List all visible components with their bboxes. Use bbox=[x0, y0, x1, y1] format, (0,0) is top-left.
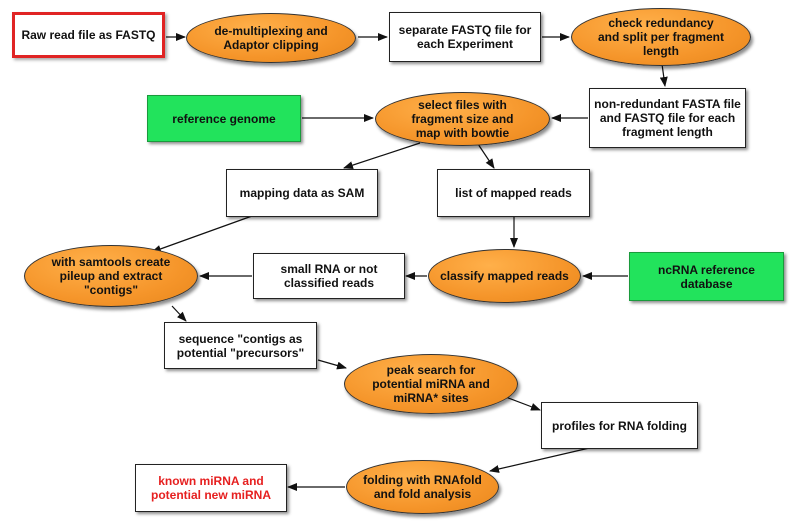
demultiplex-node: de-multiplexing and Adaptor clipping bbox=[186, 13, 356, 63]
arrow-samtools-to-sequence bbox=[171, 305, 187, 322]
folding-rnafold-label: folding with RNAfold and fold analysis bbox=[363, 473, 482, 501]
profiles-rna-folding-node: profiles for RNA folding bbox=[541, 402, 698, 449]
separate-fastq-node: separate FASTQ file for each Experiment bbox=[389, 12, 541, 62]
mapping-sam-node: mapping data as SAM bbox=[226, 169, 378, 217]
samtools-node: with samtools create pileup and extract … bbox=[24, 245, 198, 307]
separate-fastq-label: separate FASTQ file for each Experiment bbox=[398, 23, 532, 51]
samtools-label: with samtools create pileup and extract … bbox=[51, 255, 171, 297]
list-mapped-reads-node: list of mapped reads bbox=[437, 169, 590, 217]
arrow-profiles-to-folding bbox=[489, 445, 599, 473]
sequence-contigs-node: sequence "contigs as potential "precurso… bbox=[164, 322, 317, 369]
arrow-peak-to-profiles bbox=[502, 395, 541, 411]
classify-reads-label: classify mapped reads bbox=[440, 269, 569, 283]
reference-genome-node: reference genome bbox=[147, 95, 301, 142]
small-rna-label: small RNA or not classified reads bbox=[280, 262, 378, 290]
arrow-check-to-nonredundant bbox=[659, 63, 668, 87]
mapping-sam-label: mapping data as SAM bbox=[239, 186, 365, 200]
select-files-label: select files with fragment size and map … bbox=[411, 98, 514, 140]
demultiplex-label: de-multiplexing and Adaptor clipping bbox=[214, 24, 328, 52]
known-mirna-node: known miRNA and potential new miRNA bbox=[135, 464, 287, 512]
arrow-sequence-to-peak bbox=[317, 359, 347, 370]
profiles-rna-folding-label: profiles for RNA folding bbox=[552, 418, 687, 433]
arrow-select-to-list bbox=[477, 143, 495, 169]
non-redundant-node: non-redundant FASTA file and FASTQ file … bbox=[589, 88, 746, 148]
check-redundancy-node: check redundancy and split per fragment … bbox=[571, 8, 751, 66]
ncrna-database-node: ncRNA reference database bbox=[629, 252, 784, 301]
raw-read-file-node: Raw read file as FASTQ bbox=[12, 12, 165, 58]
sequence-contigs-label: sequence "contigs as potential "precurso… bbox=[176, 331, 305, 360]
classify-reads-node: classify mapped reads bbox=[428, 249, 581, 303]
non-redundant-label: non-redundant FASTA file and FASTQ file … bbox=[594, 97, 741, 139]
peak-search-label: peak search for potential miRNA and miRN… bbox=[372, 363, 490, 405]
list-mapped-reads-label: list of mapped reads bbox=[455, 186, 572, 200]
arrow-mapping-to-samtools bbox=[151, 215, 253, 253]
known-mirna-label: known miRNA and potential new miRNA bbox=[150, 474, 271, 502]
check-redundancy-label: check redundancy and split per fragment … bbox=[597, 16, 725, 58]
peak-search-node: peak search for potential miRNA and miRN… bbox=[344, 354, 518, 414]
folding-rnafold-node: folding with RNAfold and fold analysis bbox=[346, 460, 499, 514]
ncrna-database-label: ncRNA reference database bbox=[658, 262, 755, 291]
reference-genome-label: reference genome bbox=[172, 111, 276, 126]
small-rna-node: small RNA or not classified reads bbox=[253, 253, 405, 299]
select-files-node: select files with fragment size and map … bbox=[375, 92, 550, 146]
arrow-select-to-mapping bbox=[343, 142, 421, 169]
raw-read-file-label: Raw read file as FASTQ bbox=[21, 28, 156, 42]
